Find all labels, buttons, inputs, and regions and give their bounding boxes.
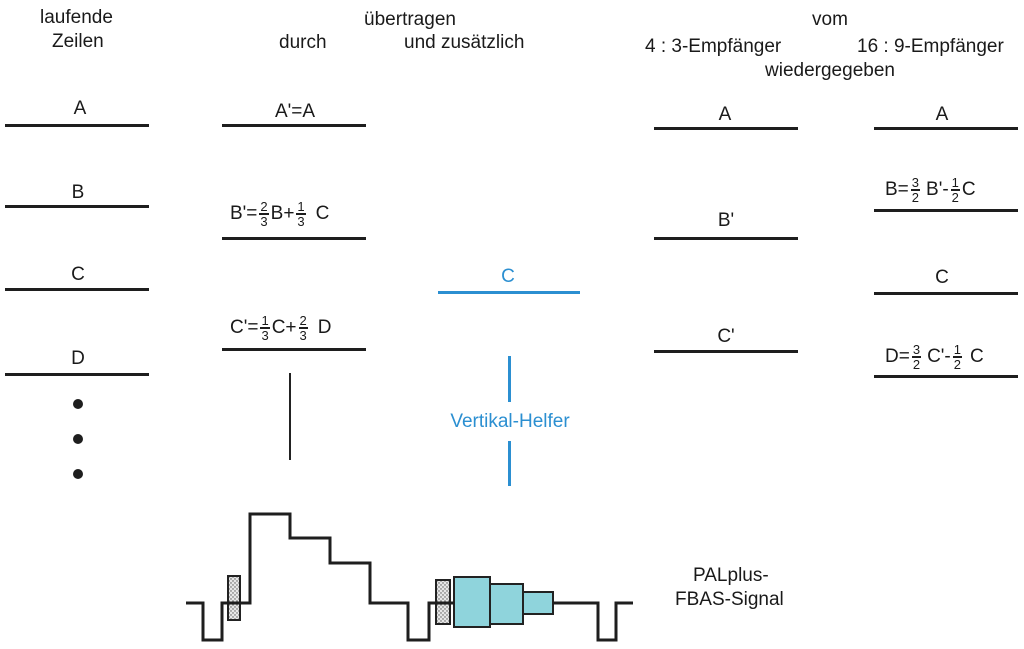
transmitted-a-label: A'=A bbox=[274, 101, 316, 122]
eq-text: C+ bbox=[271, 317, 297, 338]
ellipsis-dot-2 bbox=[73, 434, 83, 444]
fraction-numerator: 2 bbox=[298, 313, 308, 329]
receiver169-a-rule bbox=[874, 127, 1018, 130]
helper-label: Vertikal-Helfer bbox=[450, 411, 570, 432]
header-additional: und zusätzlich bbox=[404, 32, 525, 53]
fraction-numerator: 3 bbox=[911, 342, 922, 358]
line-b-rule bbox=[5, 205, 149, 208]
receiver169-a-label: A bbox=[935, 104, 949, 125]
fraction-denominator: 2 bbox=[912, 357, 921, 372]
header-transmitted: übertragen bbox=[364, 9, 456, 30]
header-running-lines-2: Zeilen bbox=[52, 31, 104, 52]
transmitted-c-rule bbox=[222, 348, 366, 351]
helper-signal-blocks bbox=[453, 576, 554, 628]
line-label-b: B bbox=[71, 182, 85, 203]
fraction-numerator: 1 bbox=[950, 175, 960, 191]
line-a-rule bbox=[5, 124, 149, 127]
eq-text: D= bbox=[885, 346, 910, 367]
helper-upper-line bbox=[508, 356, 511, 402]
fbas-tail-line bbox=[553, 601, 633, 642]
fraction-numerator: 1 bbox=[296, 199, 306, 215]
fraction-numerator: 2 bbox=[259, 199, 269, 215]
eq-text: B'= bbox=[230, 203, 258, 224]
eq-text: C bbox=[969, 346, 984, 367]
transmitted-connector-line bbox=[289, 373, 291, 460]
signal-label-2: FBAS-Signal bbox=[675, 589, 784, 610]
receiver43-c-label: C' bbox=[717, 326, 735, 347]
eq-text: B= bbox=[885, 179, 909, 200]
eq-text: C bbox=[961, 179, 976, 200]
header-from: vom bbox=[812, 9, 848, 30]
receiver43-a-rule bbox=[654, 127, 798, 130]
receiver43-b-rule bbox=[654, 237, 798, 240]
fraction-denominator: 3 bbox=[297, 214, 305, 229]
eq-text: D bbox=[317, 317, 332, 338]
eq-text: C'- bbox=[927, 346, 951, 367]
fraction-denominator: 2 bbox=[953, 357, 961, 372]
line-label-a: A bbox=[73, 98, 87, 119]
signal-label-1: PALplus- bbox=[693, 565, 769, 586]
eq-text: C'= bbox=[230, 317, 259, 338]
helper-c-rule bbox=[438, 291, 580, 294]
receiver169-b-rule bbox=[874, 209, 1018, 212]
receiver169-c-rule bbox=[874, 292, 1018, 295]
eq-text: C bbox=[315, 203, 330, 224]
header-by: durch bbox=[279, 32, 327, 53]
color-burst-1 bbox=[227, 575, 241, 621]
helper-c-label: C bbox=[501, 266, 515, 287]
receiver43-c-rule bbox=[654, 350, 798, 353]
eq-text: B'- bbox=[926, 179, 949, 200]
helper-lower-line bbox=[508, 441, 511, 486]
header-displayed: wiedergegeben bbox=[765, 60, 895, 81]
line-c-rule bbox=[5, 288, 149, 291]
eq-text: B+ bbox=[270, 203, 295, 224]
receiver169-d-rule bbox=[874, 375, 1018, 378]
header-running-lines-1: laufende bbox=[40, 7, 113, 28]
receiver43-b-label: B' bbox=[717, 210, 735, 231]
fraction-denominator: 3 bbox=[261, 328, 269, 343]
fbas-staircase-line bbox=[186, 512, 454, 642]
fraction-numerator: 1 bbox=[260, 313, 270, 329]
header-receiver-169: 16 : 9-Empfänger bbox=[857, 36, 1004, 57]
receiver43-a-label: A bbox=[718, 104, 732, 125]
ellipsis-dot-1 bbox=[73, 399, 83, 409]
ellipsis-dot-3 bbox=[73, 469, 83, 479]
transmitted-a-rule bbox=[222, 124, 366, 127]
fraction-denominator: 3 bbox=[260, 214, 268, 229]
line-label-d: D bbox=[71, 348, 85, 369]
helper-block-2 bbox=[489, 583, 524, 625]
fraction-denominator: 2 bbox=[951, 190, 959, 205]
line-label-c: C bbox=[71, 264, 85, 285]
helper-block-1 bbox=[453, 576, 491, 628]
fraction-numerator: 3 bbox=[910, 175, 921, 191]
header-receiver-43: 4 : 3-Empfänger bbox=[645, 36, 782, 57]
transmitted-b-rule bbox=[222, 237, 366, 240]
fraction-denominator: 3 bbox=[299, 328, 307, 343]
fraction-denominator: 2 bbox=[911, 190, 920, 205]
receiver169-c-label: C bbox=[935, 267, 949, 288]
fraction-numerator: 1 bbox=[952, 342, 962, 358]
line-d-rule bbox=[5, 373, 149, 376]
helper-block-3 bbox=[522, 591, 554, 615]
